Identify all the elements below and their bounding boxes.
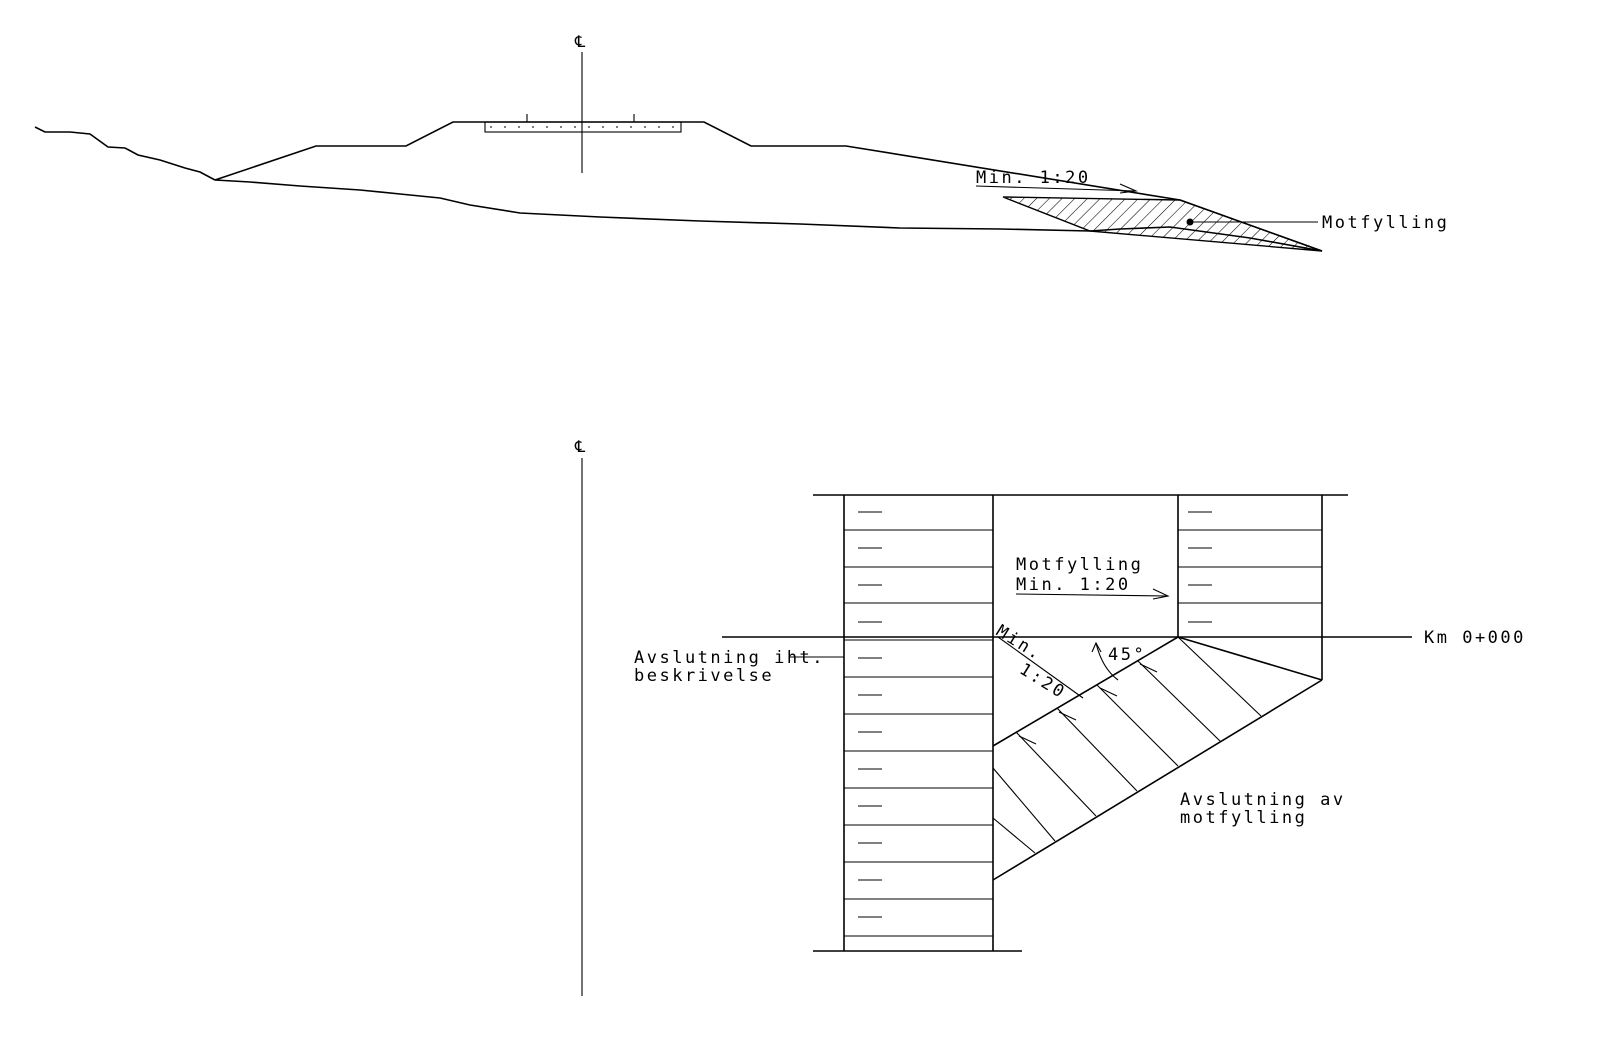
plan-view: ℄	[574, 437, 1526, 996]
embankment-profile	[214, 121, 1323, 252]
cross-section: ℄ Min. 1:20 Motfylling	[34, 32, 1449, 252]
centerline-symbol-plan: ℄	[574, 437, 586, 456]
counterfill-label-top: Motfylling	[1322, 213, 1449, 233]
track-slab	[484, 121, 682, 133]
counterfill-label-plan: Motfylling	[1016, 555, 1143, 575]
counterfill-leader-dot	[1186, 218, 1194, 226]
slope-label-plan-b-leader	[997, 636, 1084, 699]
angle-arc	[1095, 642, 1119, 681]
left-embankment-strip	[843, 495, 994, 951]
right-note-line2: motfylling	[1180, 808, 1307, 828]
slope-label-top: Min. 1:20	[976, 168, 1091, 188]
slope-label-plan-a-underline	[1015, 593, 1169, 597]
left-note-line1: Avslutning iht.	[634, 648, 825, 668]
centerline-symbol-top: ℄	[574, 32, 586, 51]
slope-label-plan-b: Min. 1:20	[992, 621, 1070, 703]
counterfill-wedge	[1002, 196, 1323, 252]
right-embankment-strip	[1177, 495, 1323, 680]
slope-label-underline	[975, 185, 1137, 192]
slope-label-plan-b-ratio: 1:20	[1016, 659, 1070, 703]
left-note-line2: beskrivelse	[634, 666, 774, 686]
counterfill-taper	[992, 636, 1323, 881]
angle-label: 45°	[1108, 645, 1146, 665]
terrain-line	[34, 126, 216, 181]
station-label: Km 0+000	[1424, 628, 1526, 648]
right-note-line1: Avslutning av	[1180, 790, 1346, 810]
slope-label-plan-b-prefix: Min.	[992, 621, 1046, 665]
slope-label-plan-a-arrow	[1152, 588, 1170, 600]
slope-label-plan-a: Min. 1:20	[1016, 575, 1131, 595]
slope-arrow-head	[1119, 183, 1139, 194]
angle-arrow-head	[1091, 641, 1102, 653]
